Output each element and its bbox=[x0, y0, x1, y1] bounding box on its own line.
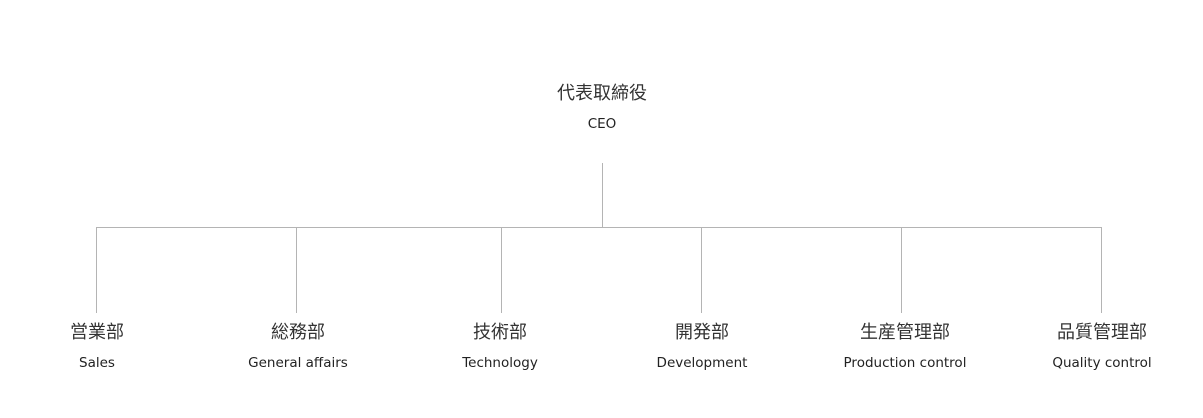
dept-name-en: General affairs bbox=[248, 355, 348, 371]
ceo-title-jp: 代表取締役 bbox=[557, 83, 647, 104]
dept-name-jp: 開発部 bbox=[675, 322, 729, 343]
dept-connector bbox=[1101, 227, 1102, 313]
dept-connector bbox=[901, 227, 902, 313]
dept-node-quality-control: 品質管理部 Quality control bbox=[1002, 322, 1202, 372]
dept-name-jp: 技術部 bbox=[473, 322, 527, 343]
dept-connector bbox=[701, 227, 702, 313]
dept-name-en: Production control bbox=[843, 355, 967, 371]
dept-node-development: 開発部 Development bbox=[602, 322, 802, 372]
dept-name-jp: 営業部 bbox=[70, 322, 124, 343]
dept-node-sales: 営業部 Sales bbox=[0, 322, 197, 372]
dept-node-general-affairs: 総務部 General affairs bbox=[198, 322, 398, 372]
ceo-node: 代表取締役 CEO bbox=[502, 83, 702, 133]
dept-name-en: Technology bbox=[462, 355, 538, 371]
dept-name-en: Development bbox=[656, 355, 748, 371]
dept-node-technology: 技術部 Technology bbox=[400, 322, 600, 372]
dept-connector bbox=[501, 227, 502, 313]
ceo-connector bbox=[602, 163, 603, 227]
dept-name-jp: 品質管理部 bbox=[1057, 322, 1147, 343]
dept-name-jp: 生産管理部 bbox=[860, 322, 950, 343]
dept-name-en: Quality control bbox=[1052, 355, 1152, 371]
dept-node-production-control: 生産管理部 Production control bbox=[805, 322, 1005, 372]
dept-connector bbox=[96, 227, 97, 313]
dept-name-en: Sales bbox=[79, 355, 115, 371]
dept-connector bbox=[296, 227, 297, 313]
horizontal-connector bbox=[96, 227, 1102, 228]
ceo-title-en: CEO bbox=[587, 116, 617, 132]
dept-name-jp: 総務部 bbox=[271, 322, 325, 343]
